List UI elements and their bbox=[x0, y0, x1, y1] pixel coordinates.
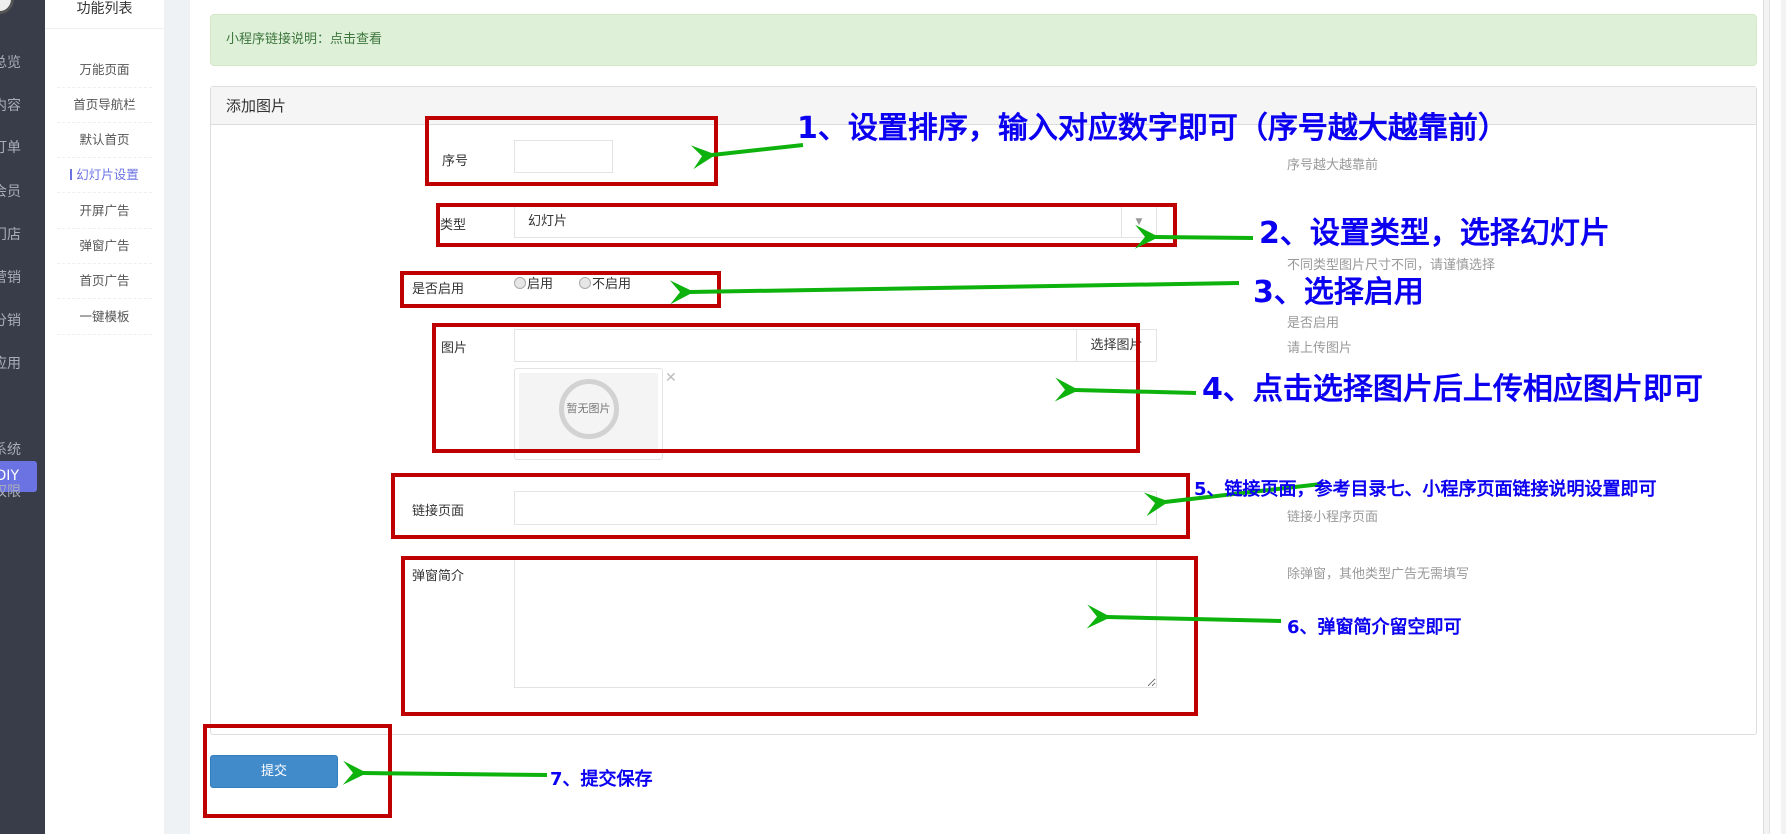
annotation-text-3: 3、选择启用 bbox=[1253, 275, 1424, 310]
annotation-text-1: 1、设置排序，输入对应数字即可（序号越大越靠前） bbox=[797, 111, 1508, 146]
annotation-box-5 bbox=[391, 473, 1190, 539]
divider bbox=[45, 28, 164, 29]
nav-item-orders[interactable]: 订单 bbox=[0, 140, 21, 156]
main-sidebar: 总览 内容 订单 会员 门店 营销 分销 应用 DIY 系统 权限 bbox=[0, 0, 45, 834]
popup-intro-hint: 除弹窗，其他类型广告无需填写 bbox=[1287, 567, 1470, 582]
radio-icon[interactable] bbox=[579, 277, 591, 289]
radio-disabled-label: 不启用 bbox=[592, 277, 632, 292]
radio-enabled[interactable]: 启用 bbox=[514, 273, 553, 292]
nav-item-marketing[interactable]: 营销 bbox=[0, 270, 21, 286]
popup-intro-textarea[interactable] bbox=[514, 558, 1157, 688]
logo-avatar[interactable] bbox=[0, 0, 14, 14]
type-hint: 不同类型图片尺寸不同，请谨慎选择 bbox=[1287, 258, 1496, 273]
sub-item-slideshow-settings[interactable]: 幻灯片设置 bbox=[57, 158, 152, 193]
nav-item-apps[interactable]: 应用 bbox=[0, 356, 21, 372]
annotation-box-1 bbox=[425, 116, 718, 186]
annotation-box-6 bbox=[401, 556, 1198, 716]
sub-sidebar-title: 功能列表 bbox=[76, 1, 133, 17]
sub-item-one-click-template[interactable]: 一键模板 bbox=[57, 300, 152, 335]
no-image-text: 暂无图片 bbox=[566, 402, 611, 415]
annotation-box-7 bbox=[203, 724, 392, 818]
nav-item-content[interactable]: 内容 bbox=[0, 98, 21, 114]
nav-item-stores[interactable]: 门店 bbox=[0, 227, 21, 243]
chevron-down-icon: ▼ bbox=[1121, 207, 1156, 237]
popup-intro-label: 弹窗简介 bbox=[412, 569, 465, 584]
image-url-input[interactable] bbox=[514, 329, 1077, 362]
enabled-hint: 是否启用 bbox=[1287, 316, 1340, 331]
sub-item-label: 幻灯片设置 bbox=[76, 167, 139, 182]
sub-item-universal-page[interactable]: 万能页面 bbox=[57, 53, 152, 88]
sub-item-popup-ad[interactable]: 弹窗广告 bbox=[57, 229, 152, 264]
nav-item-permissions[interactable]: 权限 bbox=[0, 484, 21, 500]
radio-icon[interactable] bbox=[514, 277, 526, 289]
link-hint: 链接小程序页面 bbox=[1287, 510, 1379, 525]
annotation-text-6: 6、弹窗简介留空即可 bbox=[1287, 617, 1462, 638]
image-preview: 暂无图片 bbox=[514, 368, 663, 460]
annotation-text-4: 4、点击选择图片后上传相应图片即可 bbox=[1202, 372, 1703, 407]
order-input[interactable] bbox=[514, 140, 613, 173]
remove-image-icon[interactable]: ✕ bbox=[665, 370, 677, 386]
type-select-value: 幻灯片 bbox=[528, 214, 568, 229]
submit-button[interactable]: 提交 bbox=[210, 755, 338, 788]
order-label: 序号 bbox=[442, 154, 469, 169]
nav-item-members[interactable]: 会员 bbox=[0, 184, 21, 200]
sub-item-home-ad[interactable]: 首页广告 bbox=[57, 264, 152, 299]
nav-item-overview[interactable]: 总览 bbox=[0, 55, 21, 71]
annotation-text-2: 2、设置类型，选择幻灯片 bbox=[1259, 216, 1610, 251]
scrollbar[interactable] bbox=[1763, 0, 1786, 834]
image-label: 图片 bbox=[441, 341, 468, 356]
annotation-text-7: 7、提交保存 bbox=[550, 769, 653, 790]
mini-program-link-alert[interactable]: 小程序链接说明：点击查看 bbox=[210, 14, 1757, 66]
radio-enabled-label: 启用 bbox=[527, 277, 554, 292]
sub-item-default-home[interactable]: 默认首页 bbox=[57, 123, 152, 158]
no-image-icon bbox=[559, 379, 619, 439]
nav-item-diy[interactable]: DIY bbox=[0, 461, 37, 492]
annotation-box-4 bbox=[432, 323, 1140, 453]
scrollbar-thumb[interactable] bbox=[1769, 0, 1781, 834]
annotation-text-5: 5、链接页面，参考目录七、小程序页面链接说明设置即可 bbox=[1194, 479, 1657, 500]
image-hint: 请上传图片 bbox=[1287, 341, 1353, 356]
enabled-label: 是否启用 bbox=[412, 282, 465, 297]
content-gutter bbox=[164, 0, 190, 834]
radio-disabled[interactable]: 不启用 bbox=[579, 273, 631, 292]
active-indicator bbox=[70, 169, 73, 180]
annotation-box-2 bbox=[436, 203, 1177, 247]
order-hint: 序号越大越靠前 bbox=[1287, 158, 1379, 173]
no-image-placeholder: 暂无图片 bbox=[519, 373, 658, 451]
link-page-input[interactable] bbox=[514, 491, 1157, 525]
annotation-box-3 bbox=[400, 271, 721, 308]
sub-item-splash-ad[interactable]: 开屏广告 bbox=[57, 194, 152, 229]
nav-item-system[interactable]: 系统 bbox=[0, 442, 21, 458]
link-label: 链接页面 bbox=[412, 504, 465, 519]
sub-sidebar: 功能列表 万能页面 首页导航栏 默认首页 幻灯片设置 开屏广告 弹窗广告 首页广… bbox=[45, 0, 164, 834]
choose-image-button[interactable]: 选择图片 bbox=[1076, 329, 1157, 362]
type-label: 类型 bbox=[440, 218, 467, 233]
sub-item-home-navbar[interactable]: 首页导航栏 bbox=[57, 88, 152, 123]
nav-item-distribution[interactable]: 分销 bbox=[0, 313, 21, 329]
